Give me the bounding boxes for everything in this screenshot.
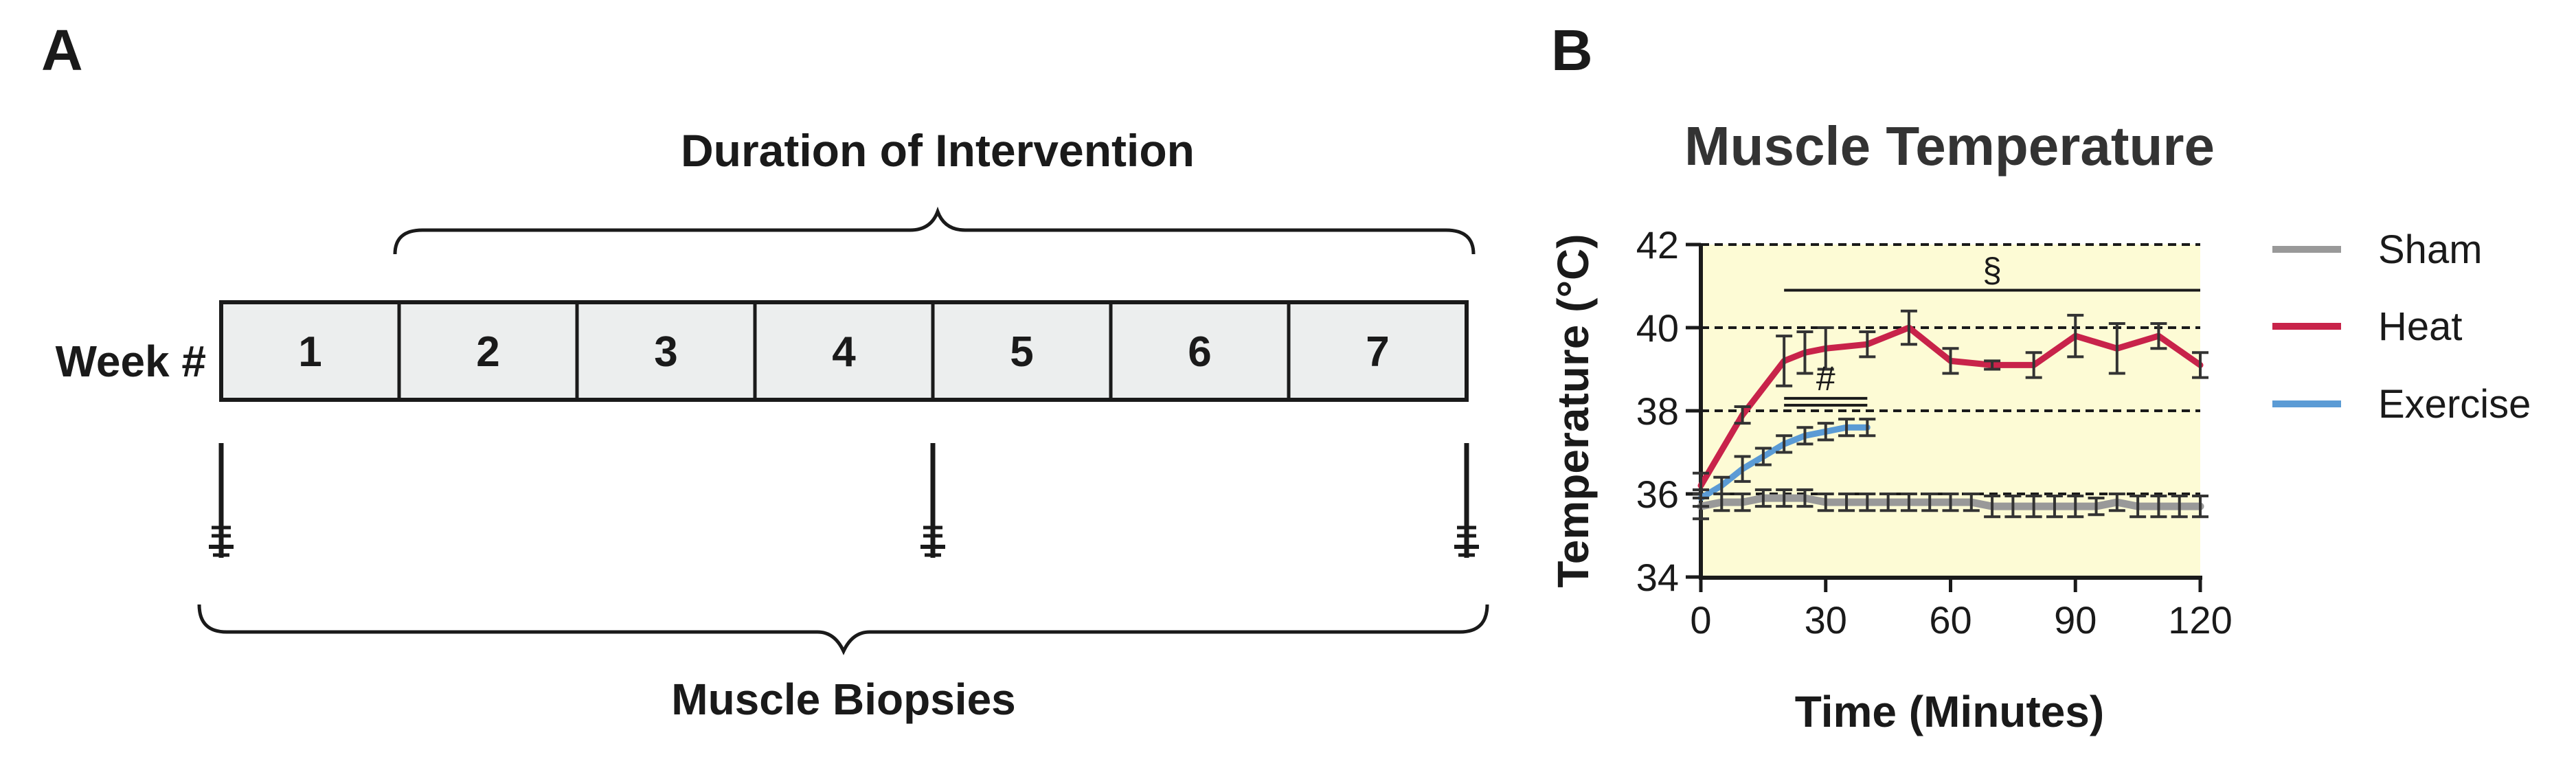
significance-section-mark: § [1784,251,2200,292]
x-axis-label: Time (Minutes) [1795,687,2104,736]
intervention-title: Duration of Intervention [681,125,1195,176]
annotations: §# [1784,251,2200,407]
week-boxes: 1 2 3 4 5 6 7 [219,300,1469,402]
legend-label-exercise: Exercise [2378,382,2531,427]
biopsy-needle-icon [920,443,945,558]
y-tick-label: 36 [1636,473,1679,516]
y-axis-label: Temperature (°C) [1548,234,1598,587]
series-sham-point [1859,493,1876,512]
series-exercise-point [1817,422,1834,442]
y-tick-label: 38 [1636,389,1679,433]
series-sham-point [1900,493,1917,512]
week-7-label: 7 [1366,328,1389,376]
panel-a-label: A [41,18,83,82]
x-tick-label: 30 [1805,598,1847,642]
week-strip [219,300,1469,402]
series-exercise-point [1754,447,1772,466]
series-sham-point [1734,493,1751,512]
series-sham-point [2088,497,2105,517]
series-sham-point [2171,495,2188,519]
series-heat-point [1984,359,2001,371]
series-heat-point [1942,347,1959,375]
week-6-label: 6 [1188,328,1211,376]
series-sham-point [1796,488,1814,508]
series-sham [1693,488,2208,521]
series-sham-point [1921,493,1939,512]
legend-label-heat: Heat [2378,304,2463,349]
intervention-brace [393,206,1476,255]
series-sham-point [1776,488,1793,508]
x-tick-label: 0 [1690,598,1711,642]
biopsies-brace [197,604,1489,655]
series-heat-point [1900,309,1917,346]
significance-symbol: § [1982,251,2002,290]
series-sham-point [2046,495,2063,519]
chart-title: Muscle Temperature [1684,115,2215,177]
series-heat-point [1693,471,1709,500]
legend-item-sham: Sham [2272,227,2483,272]
series-layer [1693,309,2208,521]
week-3-label: 3 [654,328,677,376]
legend-item-heat: Heat [2272,304,2463,349]
week-5-label: 5 [1010,328,1033,376]
series-heat-point [1734,405,1751,425]
week-1-label: 1 [298,328,321,376]
series-heat-point [2150,321,2167,350]
y-tick-label: 34 [1636,556,1679,599]
biopsy-markers [209,443,1479,558]
x-tick-label: 90 [2054,598,2097,642]
biopsies-label: Muscle Biopsies [671,675,1016,724]
legend-item-exercise: Exercise [2272,382,2531,427]
series-sham-point [2067,495,2084,519]
series-heat-point [2192,351,2208,379]
series-sham-point [1963,493,1980,512]
series-sham-point [1942,493,1959,512]
series-exercise-point [1713,475,1730,495]
series-heat-point [1776,335,1793,387]
series-exercise-point [1859,418,1876,438]
y-tick-label: 40 [1636,306,1679,350]
series-heat-point [1817,326,1834,371]
biopsy-needle-icon [1454,443,1479,558]
series-sham-point [2150,495,2167,519]
series-sham-point [2025,495,2042,519]
series-heat-point [2108,321,2125,375]
series-sham-point [2129,495,2147,519]
series-heat-point [1859,330,1876,359]
series-heat [1693,309,2208,500]
series-heat-point [2067,313,2084,359]
x-tick-label: 120 [2168,598,2232,642]
series-exercise-point [1838,418,1855,438]
series-sham-point [2192,495,2208,519]
week-row-label: Week # [56,337,206,386]
panel-b-label: B [1551,18,1593,82]
series-heat-point [2025,351,2042,379]
y-tick-label: 42 [1636,223,1679,267]
series-sham-point [1817,493,1834,512]
series-heat-line [1697,324,2204,489]
series-exercise-point [1734,455,1751,483]
series-sham-point [1879,493,1897,512]
series-sham-point [2004,495,2022,519]
series-exercise-point [1776,434,1793,454]
week-4-label: 4 [832,328,856,376]
panel-a: A Duration of Intervention Week # 1 2 3 4 5 6… [41,18,1489,724]
significance-symbol: # [1816,359,1835,398]
x-tick-label: 60 [1929,598,1971,642]
week-2-label: 2 [476,328,499,376]
significance-hash-mark: # [1784,359,1868,407]
legend-label-sham: Sham [2378,227,2483,272]
series-exercise [1693,418,1876,508]
biopsy-needle-icon [209,443,234,558]
series-heat-point [1796,330,1814,375]
series-sham-point [1984,495,2001,519]
series-sham-point [1838,493,1855,512]
panel-b: B Muscle Temperature 34 36 38 40 42 0 30 60 90 12… [1548,18,2531,736]
series-sham-point [2108,493,2125,512]
series-exercise-point [1796,426,1814,446]
series-sham-point [1754,488,1772,508]
